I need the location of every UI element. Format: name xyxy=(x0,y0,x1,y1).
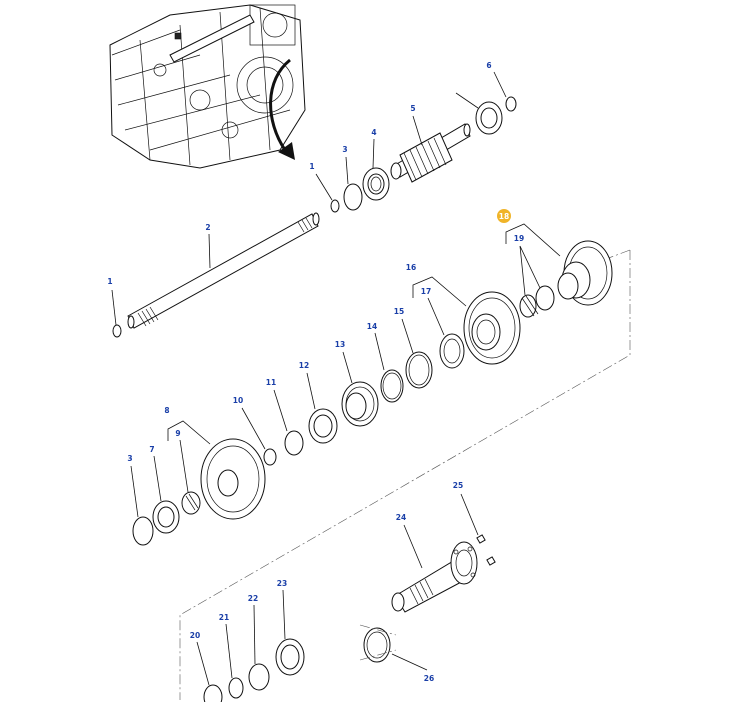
spacer-ring xyxy=(405,351,433,389)
snap-ring xyxy=(228,677,244,699)
callout-label: 20 xyxy=(190,631,200,640)
callout-label: 21 xyxy=(219,613,229,622)
output-shaft-flange xyxy=(391,541,478,613)
pin xyxy=(486,556,496,566)
bearing-12 xyxy=(308,408,338,444)
callout-label: 2 xyxy=(205,223,210,232)
callout-label: 17 xyxy=(421,287,431,296)
callout-label: 4 xyxy=(371,128,376,137)
bearing-9 xyxy=(181,491,201,515)
bearing-7 xyxy=(152,500,180,534)
callout-label: 24 xyxy=(396,513,406,522)
spacer-ring xyxy=(203,684,223,707)
callout-label: 1 xyxy=(107,277,112,286)
callout-label: 11 xyxy=(266,378,276,387)
bearing xyxy=(362,167,390,201)
callout-label: 1 xyxy=(309,162,314,171)
bearing xyxy=(475,101,503,135)
gear-assembly-19 xyxy=(519,240,613,318)
snap-ring xyxy=(263,448,277,466)
pin xyxy=(476,534,486,544)
snap-ring xyxy=(380,369,404,403)
callout-label: 16 xyxy=(406,263,416,272)
curved-arrow-icon xyxy=(269,58,295,160)
callout-label: 23 xyxy=(277,579,287,588)
spacer-ring xyxy=(343,183,363,211)
callout-label: 3 xyxy=(127,454,132,463)
callout-label: 6 xyxy=(486,61,491,70)
callout-label: 9 xyxy=(175,429,180,438)
retaining-ring-26 xyxy=(359,624,397,663)
pinion-gear-shaft xyxy=(390,123,471,183)
gear-8 xyxy=(200,438,266,520)
bearing-23 xyxy=(275,638,305,676)
callout-label: 5 xyxy=(410,104,415,113)
callout-labels: 1 2 3 4 5 6 1 16 17 18 19 15 14 13 12 11… xyxy=(107,61,524,683)
snap-ring xyxy=(330,199,340,213)
bearing-17 xyxy=(439,333,465,369)
callout-label: 18 xyxy=(499,212,509,221)
gear-16 xyxy=(463,291,521,365)
snap-ring xyxy=(112,324,122,338)
callout-label: 7 xyxy=(149,445,154,454)
highlight-marker xyxy=(497,209,511,223)
snap-ring xyxy=(132,516,154,546)
synchro-hub xyxy=(341,381,379,427)
spacer-ring xyxy=(284,430,304,456)
callout-label: 25 xyxy=(453,481,463,490)
callout-label: 13 xyxy=(335,340,345,349)
callout-label: 19 xyxy=(514,234,524,243)
snap-ring xyxy=(505,96,517,112)
transmission-housing xyxy=(109,4,306,169)
input-shaft xyxy=(127,212,320,329)
callout-label: 8 xyxy=(164,406,169,415)
callout-label: 3 xyxy=(342,145,347,154)
callout-label: 14 xyxy=(367,322,377,331)
callout-label: 10 xyxy=(233,396,243,405)
callout-label: 12 xyxy=(299,361,309,370)
callout-label: 22 xyxy=(248,594,258,603)
callout-label: 15 xyxy=(394,307,404,316)
callout-label: 26 xyxy=(424,674,434,683)
spacer-ring xyxy=(248,663,270,691)
